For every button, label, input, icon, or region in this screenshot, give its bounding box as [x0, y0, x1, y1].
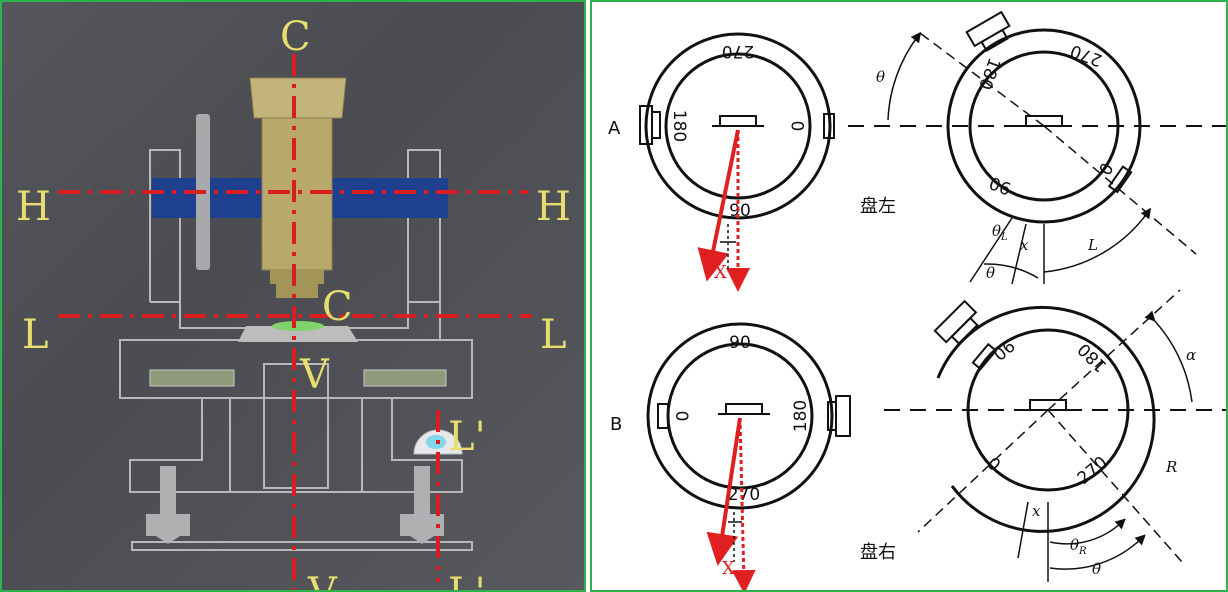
row-label-a: A — [608, 118, 621, 139]
dial-b-180: 180 — [791, 400, 811, 432]
axis-lines — [58, 54, 532, 590]
dial-b-0: 0 — [671, 411, 691, 422]
dial-b-x: X — [722, 558, 735, 579]
label-lprime-top: L' — [448, 414, 486, 460]
dial-a2: 270 180 0 90 θ L θL x θ — [848, 10, 1226, 285]
hatched-blocks — [149, 369, 447, 387]
dial-b-270: 270 — [728, 485, 760, 505]
dial-a2-x: x — [1020, 236, 1029, 254]
dial-a-x: X — [714, 262, 727, 283]
dial-b-90: 90 — [729, 333, 751, 353]
label-h-left: H — [16, 184, 51, 230]
dial-b: 90 0 180 270 X — [646, 322, 851, 590]
label-pan-zuo: 盘左 — [860, 196, 896, 217]
dial-a2-theta2: θ — [986, 264, 995, 282]
dial-b2-0: 0 — [983, 454, 1004, 476]
dial-a2-theta: θ — [876, 68, 885, 86]
label-pan-you: 盘右 — [860, 542, 896, 563]
dial-a: 270 180 0 90 X — [639, 32, 835, 292]
label-c-top: C — [280, 14, 311, 60]
label-c-mid: C — [322, 284, 353, 330]
dial-b2-theta: θ — [1092, 560, 1101, 578]
label-lprime-bottom: L' — [448, 570, 486, 590]
circle-reading-panel: A B 盘左 盘右 270 180 0 90 X — [590, 0, 1228, 592]
label-l-right: L — [540, 312, 567, 358]
row-label-b: B — [610, 414, 622, 435]
dial-b2-x: x — [1032, 502, 1041, 520]
dial-b2-alpha: α — [1186, 346, 1196, 364]
dial-b2-R: R — [1165, 458, 1177, 476]
dial-a2-thetaL: θL — [992, 222, 1008, 243]
circle-reading-diagram: A B 盘左 盘右 270 180 0 90 X — [608, 10, 1226, 590]
dial-a-270: 270 — [722, 41, 754, 61]
dial-a2-270: 270 — [1068, 40, 1105, 70]
telescope — [249, 77, 347, 298]
label-v-bottom: V — [307, 570, 338, 590]
label-v-mid: V — [299, 352, 330, 398]
dial-b2-thetaR: θR — [1070, 536, 1087, 557]
foot-screws — [146, 466, 444, 544]
dial-a-180: 180 — [669, 110, 689, 142]
dial-a-0: 0 — [789, 121, 809, 132]
dial-a2-180: 180 — [974, 55, 1004, 92]
theodolite-schematic: C H H L L C V L' V L' — [16, 14, 571, 590]
dial-a-90: 90 — [729, 201, 751, 221]
theodolite-schematic-panel: C H H L L C V L' V L' — [0, 0, 586, 592]
label-l-left: L — [22, 312, 49, 358]
dial-b2-180: 180 — [1074, 339, 1111, 376]
label-h-right: H — [536, 184, 571, 230]
dial-b2: 90 180 0 270 α R x θR θ — [884, 289, 1226, 582]
plate-level — [238, 321, 358, 342]
dial-a2-L: L — [1087, 236, 1098, 254]
